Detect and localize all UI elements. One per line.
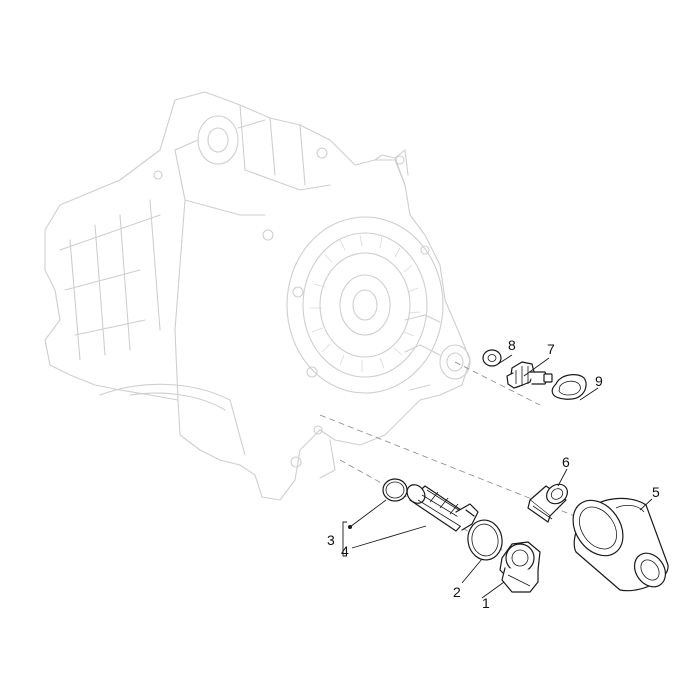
callout-2: 2	[453, 584, 461, 600]
part-6-bypass-sleeve	[527, 483, 568, 523]
part-5-oil-filter	[572, 497, 669, 592]
part-8-washer	[482, 349, 502, 367]
callout-7: 7	[547, 341, 555, 357]
callout-8: 8	[508, 337, 516, 353]
sensor-axis-line	[454, 361, 541, 406]
callout-6: 6	[562, 454, 570, 470]
part-9-clip-ring	[551, 374, 587, 400]
callout-3: 3	[327, 532, 335, 548]
callout-1: 1	[482, 595, 490, 611]
part-3-o-ring	[382, 478, 408, 502]
leader-lines	[342, 354, 653, 599]
callout-4: 4	[341, 543, 349, 559]
part-4-mesh-strainer	[406, 484, 479, 532]
bracket-dot	[348, 525, 352, 529]
callout-9: 9	[595, 373, 603, 389]
part-1-drain-plug	[499, 541, 541, 593]
engine-housing	[44, 91, 471, 501]
main-axis-line	[319, 414, 611, 531]
part-7-pressure-sensor	[506, 361, 553, 389]
callout-labels: 1 2 3 4 5 6 7 8 9	[327, 337, 660, 611]
callout-5: 5	[652, 484, 660, 500]
part-2-large-o-ring	[467, 519, 503, 561]
